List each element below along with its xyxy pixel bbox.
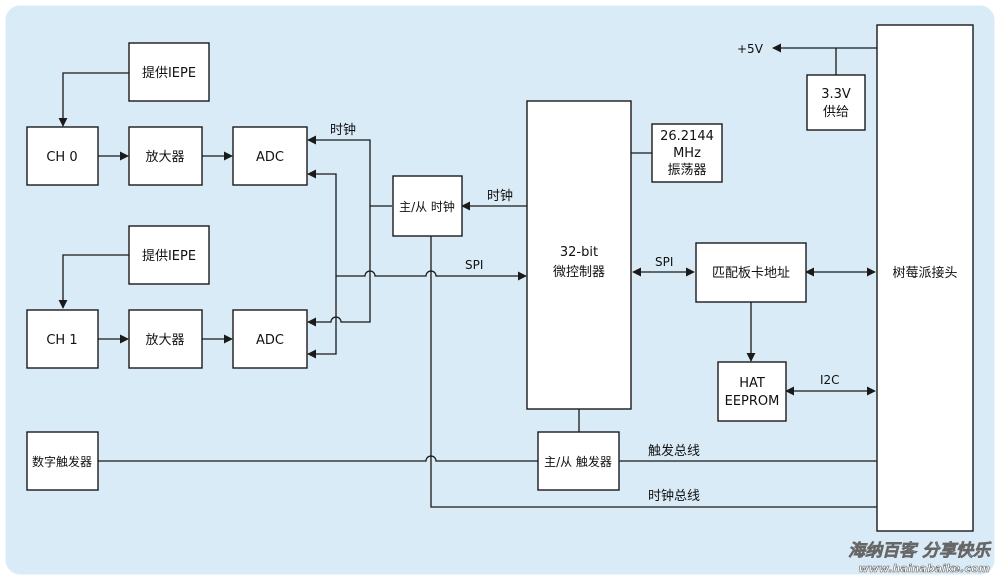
supply-label-line2: 供给 xyxy=(823,105,849,120)
amp0-block: 放大器 xyxy=(128,126,203,186)
iepe1-block: 提供IEPE xyxy=(128,225,210,285)
amp1-label: 放大器 xyxy=(145,333,184,348)
iepe0-label: 提供IEPE xyxy=(142,65,196,81)
adc1-block: ADC xyxy=(232,309,308,369)
master-trigger-block: 主/从 触发器 xyxy=(537,431,620,491)
clock-bus-line xyxy=(430,236,877,508)
master-clock-label: 主/从 时钟 xyxy=(399,199,455,214)
mcu-label-line1: 32-bit xyxy=(560,245,598,260)
hat-label-line2: EEPROM xyxy=(725,394,780,409)
pi-header-label: 树莓派接头 xyxy=(892,265,957,281)
supply-block: 3.3V 供给 xyxy=(806,74,866,131)
ch1-block: CH 1 xyxy=(26,309,99,369)
iepe1-to-ch1-arrow xyxy=(58,254,129,309)
watermark-line1: 海纳百客 分享快乐 xyxy=(848,541,992,561)
spi-to-adc1-arrow xyxy=(307,276,337,359)
iepe1-label: 提供IEPE xyxy=(142,248,196,264)
adc0-label: ADC xyxy=(256,150,284,165)
osc-label-line1: 26.2144 xyxy=(660,129,714,144)
master-trigger-label: 主/从 触发器 xyxy=(544,454,612,469)
clock-label-mid: 时钟 xyxy=(487,188,513,204)
plus5v-label: +5V xyxy=(737,42,764,56)
adc1-label: ADC xyxy=(256,333,284,348)
spi-to-adc0-arrow xyxy=(307,169,337,276)
watermark-line2: www.hainabaike.com xyxy=(859,562,990,575)
ch1-label: CH 1 xyxy=(46,333,77,348)
pi-header-block: 树莓派接头 xyxy=(876,24,974,532)
iepe0-to-ch0-arrow xyxy=(58,72,129,127)
hat-eeprom-block: HAT EEPROM xyxy=(717,361,787,422)
digital-trigger-label: 数字触发器 xyxy=(32,454,92,469)
spi-bus-line xyxy=(336,270,527,281)
adc0-block: ADC xyxy=(232,126,308,186)
amp1-block: 放大器 xyxy=(128,309,203,369)
spi-label-right: SPI xyxy=(655,255,673,269)
card-address-block: 匹配板卡地址 xyxy=(695,242,807,303)
master-clock-block: 主/从 时钟 xyxy=(392,175,463,237)
ch0-label: CH 0 xyxy=(46,150,77,165)
mcu-label-line2: 微控制器 xyxy=(553,265,605,280)
ch0-block: CH 0 xyxy=(26,126,99,186)
osc-label-line2: MHz xyxy=(673,146,701,161)
supply-label-line1: 3.3V xyxy=(821,87,851,102)
hat-label-line1: HAT xyxy=(739,376,765,391)
iepe0-block: 提供IEPE xyxy=(128,42,210,102)
connections xyxy=(58,43,877,508)
clock-to-adc1-arrow xyxy=(307,206,371,327)
mcu-block: 32-bit 微控制器 xyxy=(526,100,632,410)
digital-trigger-block: 数字触发器 xyxy=(26,431,99,491)
i2c-label: I2C xyxy=(820,373,840,387)
trigger-bus-label: 触发总线 xyxy=(648,443,700,459)
oscillator-block: 26.2144 MHz 振荡器 xyxy=(651,123,723,183)
osc-label-line3: 振荡器 xyxy=(667,163,706,178)
clock-bus-label: 时钟总线 xyxy=(648,488,700,504)
card-address-label: 匹配板卡地址 xyxy=(712,266,790,281)
clock-label-top: 时钟 xyxy=(330,122,356,138)
spi-label-left: SPI xyxy=(465,258,483,272)
amp0-label: 放大器 xyxy=(145,150,184,165)
clock-to-adc0-arrow xyxy=(307,135,392,207)
